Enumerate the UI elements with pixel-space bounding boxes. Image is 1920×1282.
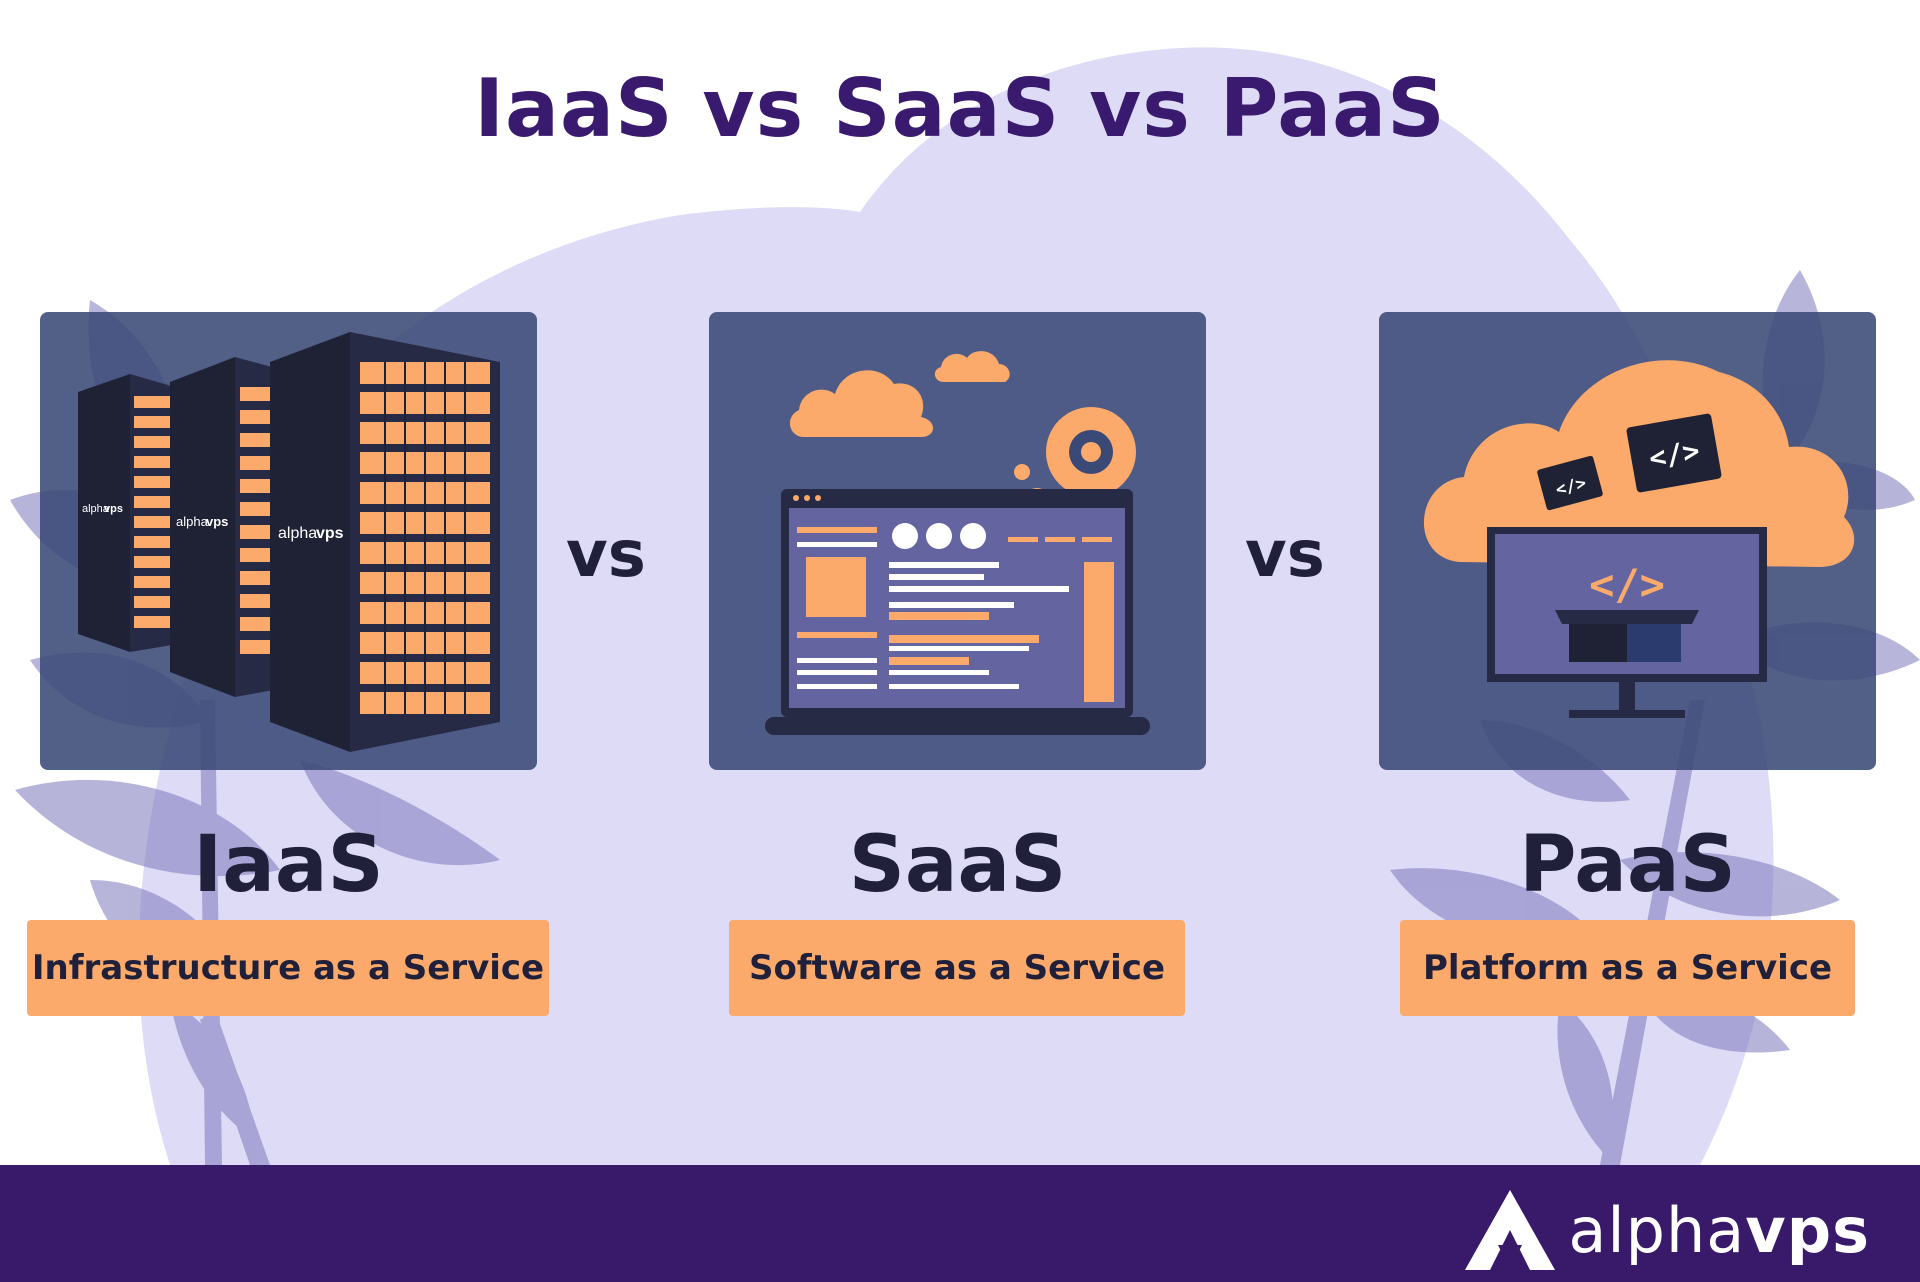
vs-label-left: vs [566, 518, 646, 592]
rack-3-brand: alpha [278, 525, 317, 542]
cloud-monitor-icon: </> </> </> [1423, 360, 1855, 718]
iaas-description: Infrastructure as a Service [31, 948, 545, 988]
rack-1-brand: alpha [82, 503, 110, 515]
iaas-card: alpha vps alpha vps [40, 312, 537, 770]
iaas-heading: IaaS [193, 820, 384, 910]
logo-wordmark: alphavps [1568, 1194, 1870, 1267]
footer-bar: alphavps [0, 1165, 1920, 1282]
logo-prefix: alpha [1568, 1193, 1746, 1267]
logo-suffix: vps [1745, 1193, 1870, 1267]
saas-heading: SaaS [848, 820, 1067, 910]
paas-heading: PaaS [1519, 820, 1736, 910]
rack-2-brand: alpha [176, 514, 209, 529]
rack-1-brand-suffix: vps [104, 503, 123, 515]
saas-card [709, 312, 1206, 770]
paas-description: Platform as a Service [1422, 948, 1833, 988]
rack-2-brand-suffix: vps [206, 514, 228, 529]
laptop-cloud-icon [765, 351, 1150, 735]
saas-description-pill: Software as a Service [729, 920, 1185, 1016]
rack-3-brand-suffix: vps [316, 525, 344, 542]
vs-label-right: vs [1245, 518, 1325, 592]
paas-description-pill: Platform as a Service [1400, 920, 1855, 1016]
alpha-triangle-icon [1465, 1190, 1556, 1270]
iaas-description-pill: Infrastructure as a Service [27, 920, 549, 1016]
code-glyph-monitor: </> [1589, 560, 1665, 609]
alphavps-logo: alphavps [1460, 1185, 1870, 1275]
paas-card: </> </> </> [1379, 312, 1876, 770]
saas-description: Software as a Service [748, 948, 1166, 988]
server-racks-icon: alpha vps alpha vps [78, 332, 500, 752]
page-title: IaaS vs SaaS vs PaaS [474, 62, 1446, 155]
